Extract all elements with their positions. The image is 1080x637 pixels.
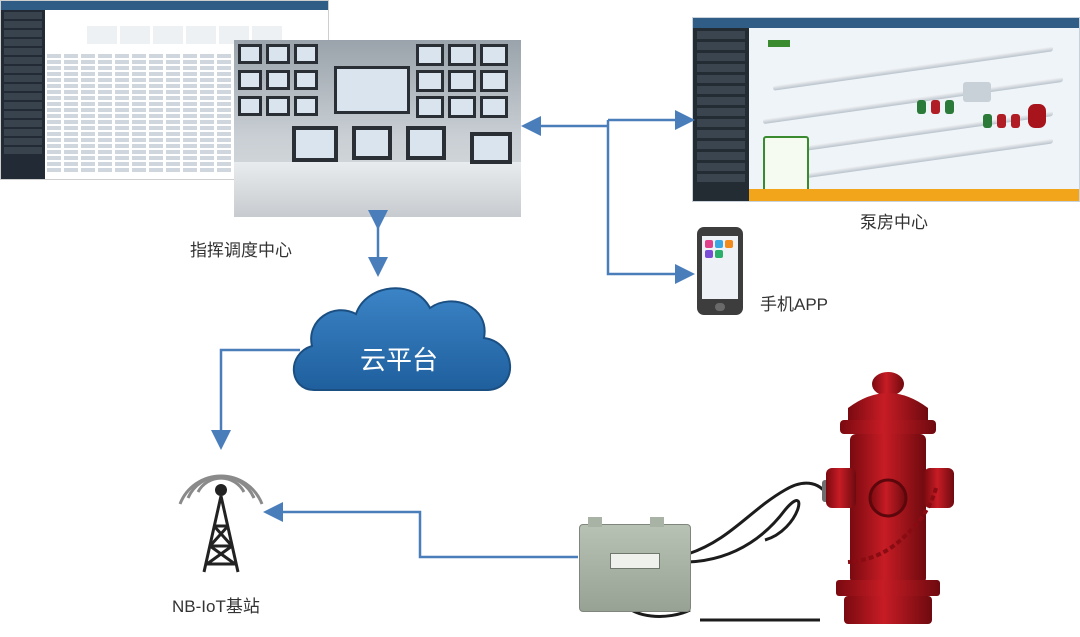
pump-room-status-bar <box>749 189 1079 201</box>
pump-control-panel <box>763 136 809 192</box>
arrow-device-to-station <box>263 502 578 559</box>
scada-report-titlebar <box>1 1 328 10</box>
arrow-cloud-to-station <box>211 348 300 450</box>
pump-room-label: 泵房中心 <box>860 213 928 232</box>
fire-hydrant <box>826 372 954 624</box>
pump-room-sidebar <box>693 28 749 201</box>
scada-report-sidebar <box>1 10 45 179</box>
pump-room-screenshot <box>692 17 1080 202</box>
nb-iot-terminal-device <box>579 517 691 612</box>
cloud-label: 云平台 <box>360 345 439 375</box>
mobile-app-label: 手机APP <box>760 295 829 314</box>
cloud-icon <box>292 287 512 391</box>
arrow-to-app <box>606 120 695 284</box>
control-room-photo <box>234 40 521 217</box>
smartphone-icon <box>697 227 743 315</box>
scada-report-screenshot <box>0 0 329 180</box>
pump-room-titlebar <box>693 18 1079 28</box>
command-center-label: 指挥调度中心 <box>190 241 292 260</box>
antenna-tower-icon <box>178 474 264 573</box>
scada-report-table <box>47 12 324 177</box>
base-station-label: NB-IoT基站 <box>172 597 260 616</box>
